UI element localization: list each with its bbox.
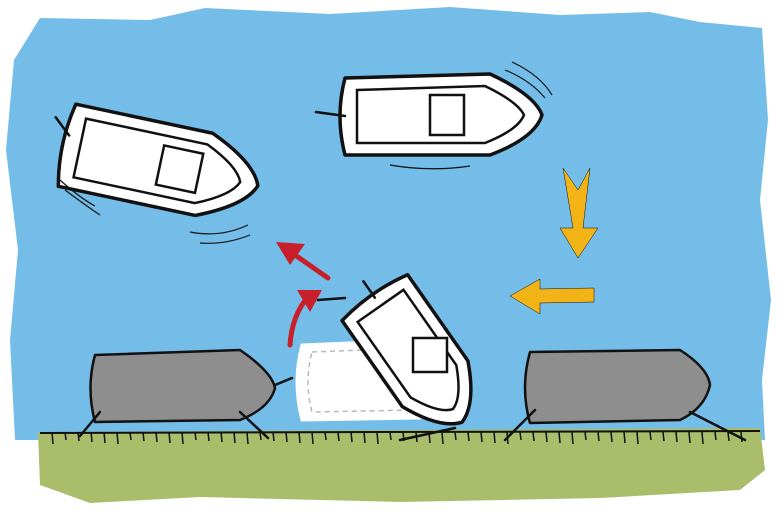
dock-tick (468, 432, 469, 441)
dock-tick (65, 432, 66, 440)
dock-tick (325, 432, 326, 440)
dock-tick (52, 432, 53, 444)
dock-tick (637, 432, 638, 444)
dock-tick (195, 432, 196, 440)
dock-tick (286, 432, 287, 442)
dock-tick (221, 432, 222, 442)
dock-tick (572, 432, 573, 444)
dock-tick (728, 432, 729, 441)
dock-tick (702, 432, 703, 444)
dock-tick (533, 432, 534, 441)
dock-tick (585, 432, 586, 440)
dock-tick (676, 432, 677, 442)
dock-tick (117, 432, 118, 444)
dock-tick (351, 432, 352, 442)
dock-tick (624, 432, 625, 443)
dock-tick (481, 432, 482, 442)
dock-tick (78, 432, 79, 441)
dock-tick (520, 432, 521, 440)
dock-tick (234, 432, 235, 443)
dock-tick (208, 432, 209, 441)
dock-tick (650, 432, 651, 440)
dock-tick (364, 432, 365, 443)
dock-tick (156, 432, 157, 442)
dock-tick (390, 432, 391, 440)
dock-tick (715, 432, 716, 440)
dock-tick (312, 432, 313, 444)
dock-tick (91, 432, 92, 442)
dock-tick (689, 432, 690, 443)
dock-tick (247, 432, 248, 444)
dock-tick (273, 432, 274, 441)
dock-tick (442, 432, 443, 444)
dock-tick (260, 432, 261, 440)
dock-tick (494, 432, 495, 443)
dock-tick (338, 432, 339, 441)
dock-tick (546, 432, 547, 442)
dock-tick (130, 432, 131, 440)
dock-tick (182, 432, 183, 444)
dock-tick (143, 432, 144, 441)
dock-tick (169, 432, 170, 443)
dock-tick (611, 432, 612, 442)
dock-tick (559, 432, 560, 443)
dock-tick (663, 432, 664, 441)
dock-tick (598, 432, 599, 441)
dock-tick (455, 432, 456, 440)
dock-tick (104, 432, 105, 443)
dock-tick (377, 432, 378, 444)
dock-tick (299, 432, 300, 443)
